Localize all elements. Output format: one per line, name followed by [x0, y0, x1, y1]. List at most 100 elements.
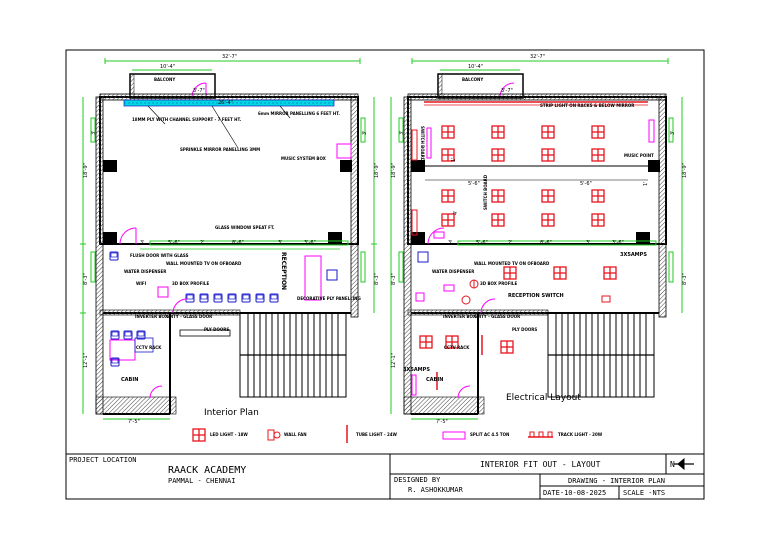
music-point-label: MUSIC POINT: [624, 153, 654, 158]
entry-glass-label-right: ENTY - GLASS DOOR: [475, 314, 521, 319]
bottom-width-right: 7'-5": [436, 419, 448, 425]
glass-window-label: GLASS WINDOW SPEAT FT.: [215, 225, 275, 230]
legend-wall-fan-text: WALL FAN: [284, 432, 307, 437]
amps-left-label: 3X5AMPS: [403, 367, 430, 373]
height-lower-left: 12'-1": [83, 352, 89, 368]
balcony-label-left: BALCONY: [154, 77, 176, 82]
height-mid-right-side: 8'-3": [374, 273, 380, 285]
legend-symbols: [192, 425, 553, 443]
left-plan-caption: Interior Plan: [204, 408, 259, 418]
height-upper-left: 18'-9": [83, 162, 89, 178]
designed-by-label: DESIGNED BY: [394, 476, 441, 484]
elec-mid-b: 2': [508, 240, 513, 246]
cabin-label-left: CABIN: [121, 377, 139, 383]
mid-dim-c: 8'-6": [232, 240, 244, 246]
balcony-label-right: BALCONY: [462, 77, 484, 82]
drawing-date: DATE-10-08-2025: [543, 489, 607, 497]
sheet-border: [65, 49, 705, 500]
reception-desk: [304, 255, 322, 301]
mid-dim-a: 5'-6": [168, 240, 180, 246]
four-ft-a: 4': [453, 210, 459, 215]
one-ft-a: 1': [451, 157, 457, 162]
entry-glass-label-left: ENTY - GLASS DOOR: [167, 314, 213, 319]
cctv-rack-label-right: CCTV RACK: [444, 345, 470, 350]
height-upper-elec-right: 18'-9": [682, 162, 688, 178]
legend-led-text: LED LIGHT - 18W: [210, 432, 248, 437]
overall-width-right: 32'-7": [530, 54, 546, 60]
wall-tv-label-left: WALL MOUNTED TV ON OFBOARD: [166, 261, 242, 266]
elec-mid-d: 3'-6": [612, 240, 624, 246]
music-box-label: MUSIC SYSTEM BOX: [281, 156, 326, 161]
right-plan-caption: Electrical Layout: [506, 393, 581, 403]
amps-right-label: 3X5AMPS: [620, 252, 647, 258]
cctv-rack-label-left: CCTV RACK: [136, 345, 162, 350]
inverter-box-label-right: INVERTER BOX: [443, 314, 476, 319]
ply-doors-label-right: PLY DOORS: [512, 327, 538, 332]
electrical-layout: [390, 58, 683, 420]
switch-board-label-a: SWITCH BOARD: [420, 126, 425, 162]
elec-mid-e: 3': [586, 240, 591, 246]
overall-width-left: 32'-7": [222, 54, 238, 60]
balcony-width-right: 10'-4": [468, 64, 484, 70]
balcony-door-left: 3'-7": [193, 88, 205, 94]
elec-mid-a: 5'-6": [476, 240, 488, 246]
ply-doors-label-left: PLY DOORS: [204, 327, 230, 332]
elec-dim-b: 5'-6": [580, 181, 592, 187]
north-label: N: [670, 460, 675, 469]
mid-dim-d: 3'-6": [304, 240, 316, 246]
bottom-width-left: 7'-5": [128, 419, 140, 425]
top-strip-dim: 26'-4": [218, 100, 234, 106]
led-lights-mid: [503, 266, 617, 280]
strip-light-label: STRIP LIGHT ON RACKS & BELOW MIRROR: [540, 103, 635, 108]
project-name: RAACK ACADEMY: [168, 465, 247, 476]
legend-split-ac-text: SPLIT AC 4.5 TON: [470, 432, 510, 437]
height-upper-elec: 18'-9": [391, 162, 397, 178]
one-ft-b: 1': [643, 181, 649, 186]
flush-door-label: FLUSH DOOR WITH GLASS: [130, 253, 189, 258]
decorative-panel-label: DECORATIVE PLY PANELLING: [297, 296, 361, 301]
waiting-chairs: [109, 251, 279, 303]
drawing-title: INTERIOR FIT OUT - LAYOUT: [480, 460, 601, 469]
drawing-scale: SCALE -NTS: [623, 489, 666, 497]
height-lower-elec: 12'-1": [391, 352, 397, 368]
height-upper-right-side: 18'-9": [374, 162, 380, 178]
balcony-door-right: 3'-7": [501, 88, 513, 94]
cabin-label-right: CABIN: [426, 377, 444, 383]
mid-dim-e: 3': [278, 240, 283, 246]
interior-plan: [80, 58, 377, 420]
elec-dim-a: 5'-6": [468, 181, 480, 187]
elec-mid-c: 8'-6": [540, 240, 552, 246]
legend-track-text: TRACK LIGHT - 20W: [558, 432, 603, 437]
project-place: PAMMAL - CHENNAI: [168, 477, 236, 485]
water-dispenser-label-left: WATER DISPENSER: [124, 269, 167, 274]
mid-dim-b: 2': [200, 240, 205, 246]
ply-support-label: 18MM PLY WITH CHANNEL SUPPORT - 7 FEET H…: [132, 117, 242, 122]
water-dispenser-label-right: WATER DISPENSER: [432, 269, 475, 274]
three-ft-d: 3': [670, 130, 676, 135]
wall-tv-label-right: WALL MOUNTED TV ON OFBOARD: [474, 261, 550, 266]
legend-tube-text: TUBE LIGHT - 24W: [356, 432, 397, 437]
height-mid-elec: 8'-3": [391, 273, 397, 285]
three-ft-c: 3': [399, 130, 405, 135]
wifi-label: WIFI: [136, 281, 147, 286]
staircase: [239, 312, 347, 398]
reception-switch-label: RECEPTION SWITCH: [508, 293, 564, 299]
height-mid-elec-right: 8'-3": [682, 273, 688, 285]
box-profile-label-right: 3D BOX PROFILE: [480, 281, 518, 286]
reception-label: RECEPTION: [280, 252, 287, 291]
designer-name: R. ASHOKKUMAR: [408, 486, 463, 494]
switch-board-label-b: SWITCH BOARD: [483, 174, 488, 210]
led-lights-upper: [441, 125, 605, 227]
height-mid-left: 8'-3": [83, 273, 89, 285]
mid-dim-three: 3': [140, 240, 145, 246]
elec-mid-three: 3': [448, 240, 453, 246]
three-ft-b: 3': [362, 130, 368, 135]
project-location-label: PROJECT LOCATION: [69, 456, 137, 464]
drawing-label: DRAWING - INTERIOR PLAN: [568, 477, 665, 485]
title-block: [66, 453, 704, 499]
balcony-width-left: 10'-4": [160, 64, 176, 70]
box-profile-label-left: 3D BOX PROFILE: [172, 281, 210, 286]
three-ft-a: 3': [91, 130, 97, 135]
mirror-panel-label: 6mm MIRROR PANELLING 6 FEET HT.: [258, 111, 340, 116]
